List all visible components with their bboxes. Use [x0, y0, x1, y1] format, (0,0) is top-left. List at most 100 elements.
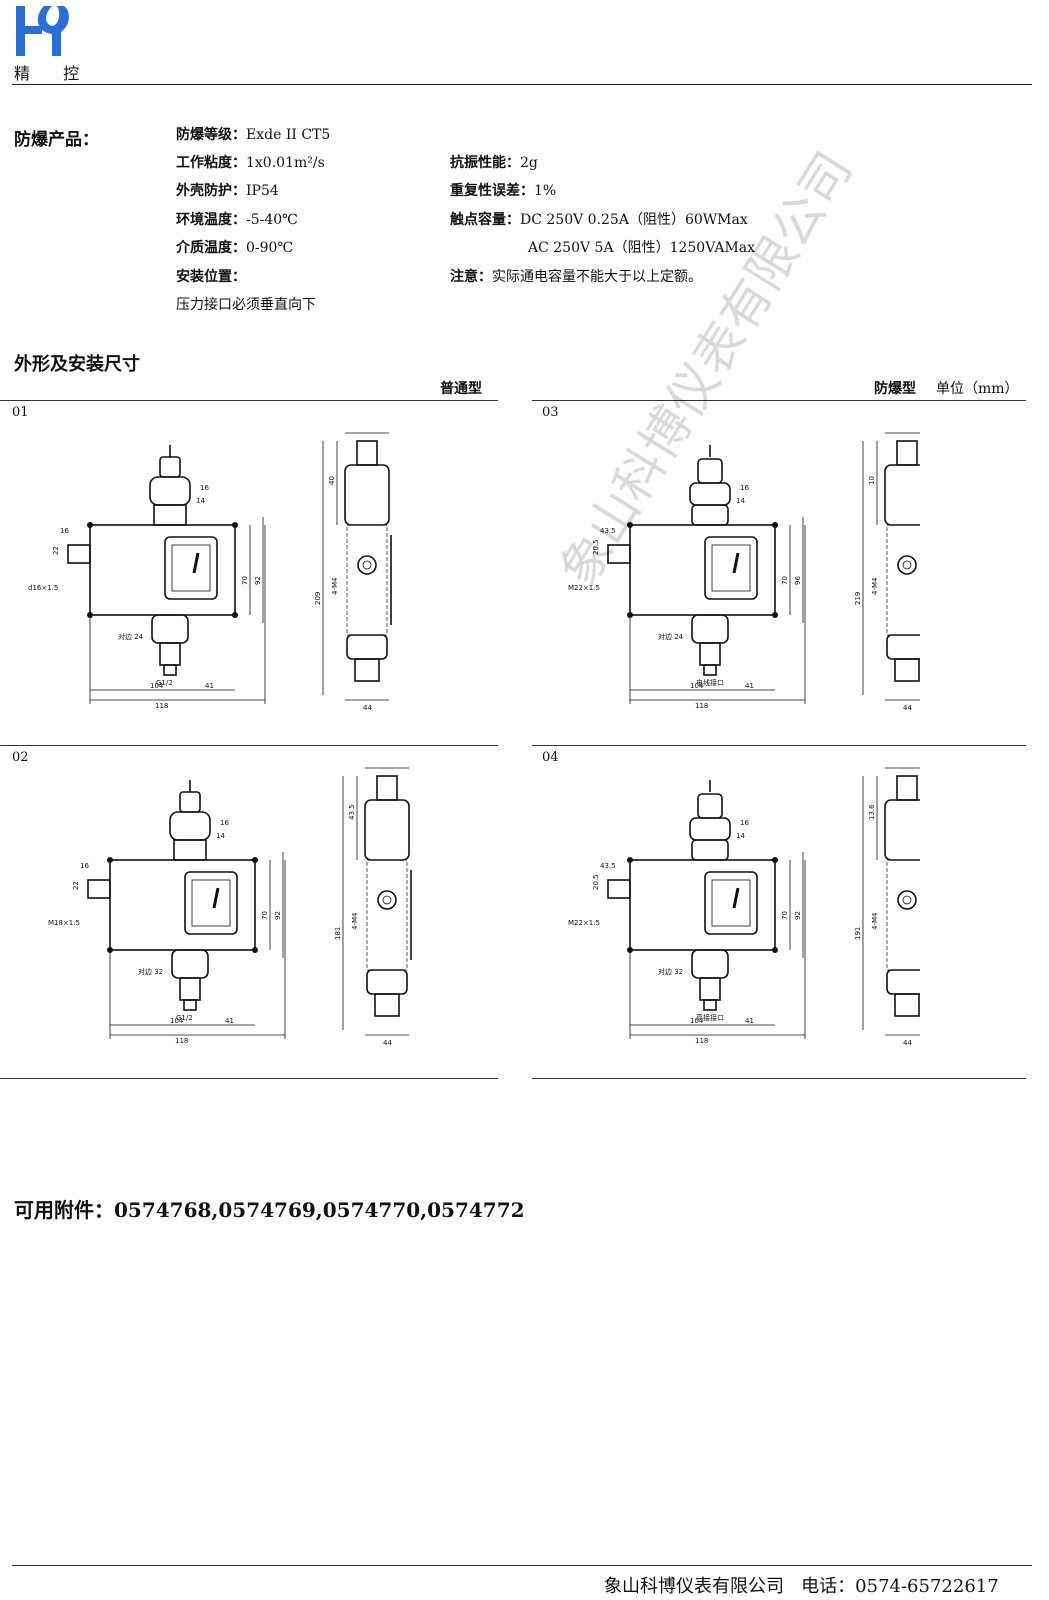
adjuster-cap	[697, 793, 723, 819]
rule-top-right	[532, 400, 1026, 401]
dimension-label: 118	[175, 1037, 188, 1045]
housing-body	[629, 524, 776, 616]
spec-install-position: 安装位置：	[176, 269, 246, 285]
spec-explosion-grade: 防爆等级：Exde II CT5	[176, 127, 331, 143]
side-top	[884, 799, 920, 861]
dimension-label: 41	[745, 682, 754, 690]
side-window-inner	[902, 560, 912, 570]
screw-mark	[772, 522, 778, 528]
dimension-label: 44	[363, 704, 372, 712]
footer-company: 象山科博仪表有限公司	[604, 1576, 784, 1597]
dial-window	[164, 536, 218, 600]
cable-gland	[87, 879, 111, 899]
adjuster-body	[149, 476, 191, 506]
adjuster-cap	[179, 791, 201, 813]
dimension-label: 22	[72, 881, 80, 890]
dimension-label: 118	[695, 1037, 708, 1045]
dimension-label: 70	[781, 576, 789, 585]
dimension-label: 44	[903, 1039, 912, 1047]
footer: 象山科博仪表有限公司 电话：0574-65722617	[604, 1572, 999, 1598]
thread-label: M18×1.5	[48, 919, 80, 927]
rule-bottom-right	[532, 1078, 1026, 1079]
spec-note: 注意：实际通电容量不能大于以上定额。	[450, 269, 702, 285]
spec-ambient-temp: 环境温度：-5-40℃	[176, 212, 298, 228]
side-housing	[886, 859, 920, 971]
dimension-label: 92	[794, 911, 802, 920]
thread-label: M22×1.5	[568, 584, 600, 592]
dimension-label: 70	[261, 911, 269, 920]
spec-vibration: 抗振性能：2g	[450, 155, 538, 171]
spec-contact-dc: 触点容量：DC 250V 0.25A（阻性）60WMax	[450, 212, 748, 228]
cable-gland	[67, 544, 91, 564]
port-thread	[699, 977, 721, 1001]
thread-label: d16×1.5	[28, 584, 58, 592]
dimension-label: 104	[150, 682, 164, 690]
dimension-label: 219	[854, 592, 862, 605]
dimension-label: 44	[383, 1039, 392, 1047]
nut-lower	[691, 504, 729, 526]
company-logo	[16, 6, 69, 56]
dimension-label: 41	[225, 1017, 234, 1025]
side-window-inner	[382, 895, 392, 905]
adjuster-neck	[173, 839, 207, 861]
wrench-flats	[691, 614, 729, 644]
screw-mark	[627, 857, 633, 863]
wrench-label: 对边 32	[658, 967, 683, 976]
figure-number: 01	[12, 405, 29, 420]
dimension-label: 16	[740, 819, 749, 827]
side-window	[897, 555, 917, 575]
accessories-line: 可用附件：0574768,0574769,0574770,0574772	[14, 1198, 525, 1222]
port-label: 电线接口	[696, 678, 724, 687]
dimension-label: 104	[170, 1017, 184, 1025]
side-window	[377, 890, 397, 910]
side-port	[354, 658, 380, 682]
screw-mark	[772, 612, 778, 618]
dimension-label: 118	[155, 702, 168, 710]
screw-mark	[772, 857, 778, 863]
figure-number: 02	[12, 750, 29, 765]
port-label: 高接接口	[696, 1013, 724, 1022]
dial-face	[711, 544, 751, 592]
port-end	[703, 664, 717, 676]
dimension-label: 44	[903, 704, 912, 712]
side-window-inner	[902, 895, 912, 905]
dimension-label: 209	[314, 592, 322, 605]
spec-install-note: 压力接口必须垂直向下	[176, 297, 316, 313]
side-flats	[886, 969, 920, 995]
side-window	[357, 555, 377, 575]
side-top	[364, 799, 410, 861]
dimension-label: 4-M4	[871, 912, 879, 930]
side-window-inner	[362, 560, 372, 570]
dimension-label: 70	[781, 911, 789, 920]
screw-mark	[87, 522, 93, 528]
spec-medium-temp: 介质温度：0-90℃	[176, 240, 294, 256]
header-rule	[12, 84, 1032, 85]
cable-gland	[607, 544, 631, 564]
dimension-label: 13.6	[868, 804, 876, 820]
port-end	[183, 999, 197, 1011]
dimension-label: 10	[868, 476, 876, 485]
side-housing	[366, 859, 408, 971]
side-housing	[886, 524, 920, 636]
spec-contact-ac: AC 250V 5A（阻性）1250VAMax	[528, 240, 756, 256]
figure-number: 04	[542, 750, 559, 765]
section-title: 外形及安装尺寸	[14, 354, 140, 375]
port-thread	[159, 642, 181, 666]
dimension-label: 4-M4	[331, 577, 339, 595]
adjuster-neck	[153, 504, 187, 526]
dimension-label: 16	[60, 527, 69, 535]
dial-pointer	[732, 552, 740, 574]
rule-top-left	[0, 400, 498, 401]
side-flats	[366, 969, 408, 995]
housing-body	[109, 859, 256, 951]
dimension-label: 104	[690, 682, 704, 690]
port-label: G1/2	[156, 679, 173, 687]
footer-phone: 电话：0574-65722617	[801, 1576, 999, 1597]
dimension-label: 43.5	[348, 804, 356, 820]
dimension-label: 22	[52, 546, 60, 555]
dial-window	[704, 536, 758, 600]
side-cap	[356, 440, 378, 466]
